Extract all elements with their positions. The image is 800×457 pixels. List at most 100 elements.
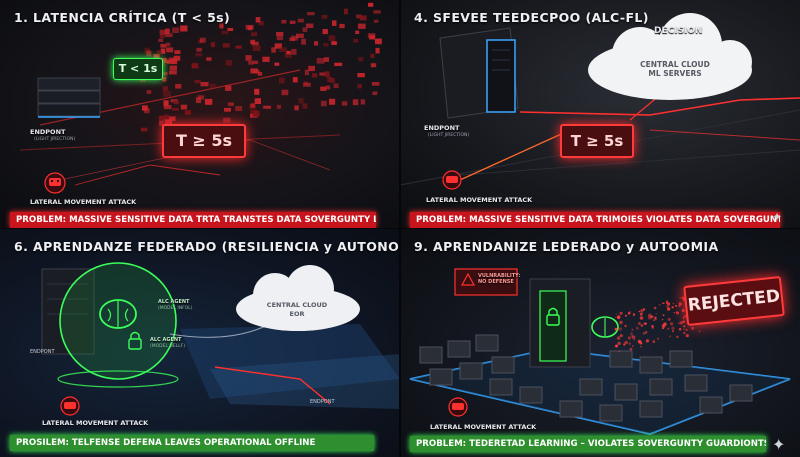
attack-particle bbox=[685, 334, 689, 338]
panel-title: 6. APRENDANZE FEDERADO (RESILIENCIA y AU… bbox=[14, 239, 400, 254]
attack-particle bbox=[640, 346, 642, 348]
server-tower bbox=[439, 27, 519, 119]
attack-particle bbox=[625, 314, 627, 317]
data-packet bbox=[180, 104, 188, 110]
panel-title: 1. LATENCIA CRÍTICA (T < 5s) bbox=[14, 10, 231, 25]
data-packet bbox=[197, 95, 205, 100]
panel-federated: 6. APRENDANZE FEDERADO (RESILIENCIA y AU… bbox=[0, 229, 400, 457]
attack-particle bbox=[659, 304, 661, 306]
data-packet bbox=[161, 62, 166, 67]
data-packet bbox=[172, 27, 180, 34]
centralized-scene bbox=[400, 13, 800, 190]
data-packet bbox=[323, 43, 329, 47]
data-packet bbox=[325, 85, 331, 90]
data-packet bbox=[194, 80, 201, 84]
data-packet bbox=[195, 53, 203, 57]
attack-particle bbox=[628, 342, 631, 345]
data-packet bbox=[297, 18, 304, 23]
attack-particle bbox=[657, 337, 660, 340]
attack-particle bbox=[631, 335, 636, 339]
data-packet bbox=[274, 43, 282, 49]
data-packet bbox=[195, 97, 202, 104]
brain-icon bbox=[591, 316, 619, 338]
panel-latency: 1. LATENCIA CRÍTICA (T < 5s) T < 1s T ≥ … bbox=[0, 0, 400, 228]
endpoint-sublabel: (LIGHT JIRECTION) bbox=[428, 133, 470, 138]
data-packet bbox=[263, 105, 272, 109]
panel-title: 9. APRENDANIZE LEDERADO y AUTOOMIA bbox=[414, 239, 719, 254]
data-packet bbox=[173, 55, 181, 61]
attack-particle bbox=[645, 339, 649, 343]
data-packet bbox=[276, 35, 284, 41]
attack-particle bbox=[619, 320, 623, 325]
data-packets bbox=[140, 2, 382, 132]
server-node bbox=[447, 340, 471, 358]
data-packet bbox=[146, 50, 152, 57]
data-packet bbox=[158, 115, 166, 120]
data-packet bbox=[327, 76, 333, 82]
attack-particle bbox=[615, 316, 617, 319]
attack-particle bbox=[682, 309, 684, 311]
sparkle-icon: ✦ bbox=[772, 210, 783, 224]
data-packet bbox=[169, 70, 177, 75]
data-packet bbox=[248, 61, 254, 65]
attack-particle bbox=[666, 307, 671, 311]
data-packet bbox=[357, 23, 366, 29]
data-packet bbox=[262, 56, 270, 62]
endpoint-label: ENDPONT bbox=[30, 349, 55, 355]
attack-particle bbox=[644, 331, 648, 334]
endpoint-sublabel: (LIGHT JIRECTION) bbox=[34, 137, 76, 142]
data-packet bbox=[164, 114, 170, 119]
attack-particle bbox=[691, 326, 695, 330]
attack-stream bbox=[614, 292, 701, 353]
data-packet bbox=[357, 73, 365, 78]
attack-particle bbox=[648, 313, 652, 317]
data-packet bbox=[199, 37, 206, 43]
attack-particle bbox=[666, 304, 669, 308]
attack-particle bbox=[672, 303, 674, 305]
attack-particle bbox=[643, 322, 646, 325]
attack-particle bbox=[637, 339, 642, 344]
problem-banner: PROBLEM: MASSIVE SENSITIVE DATA TRIMOIES… bbox=[410, 212, 780, 228]
data-packet bbox=[301, 38, 306, 45]
data-packet bbox=[271, 47, 276, 53]
data-packet bbox=[153, 54, 160, 59]
attack-particle bbox=[631, 328, 634, 331]
data-packet bbox=[165, 28, 170, 34]
attack-particle bbox=[698, 330, 701, 332]
endpoint-label: ENDPONT bbox=[424, 124, 460, 132]
data-packet bbox=[180, 25, 188, 32]
data-packet bbox=[209, 83, 216, 89]
server-tower bbox=[529, 278, 591, 368]
data-packet bbox=[279, 77, 285, 84]
data-packet bbox=[360, 99, 366, 105]
data-packet bbox=[358, 56, 364, 62]
attack-particle bbox=[642, 308, 646, 311]
attack-particle bbox=[678, 322, 680, 324]
data-packet bbox=[324, 71, 330, 78]
data-packet bbox=[258, 21, 264, 26]
attack-particle bbox=[635, 326, 639, 330]
data-packet bbox=[274, 62, 280, 66]
attack-particle bbox=[624, 324, 627, 328]
server-node bbox=[489, 378, 513, 396]
attack-particle bbox=[619, 334, 623, 338]
data-packet bbox=[370, 53, 375, 58]
data-packet bbox=[291, 35, 299, 41]
attack-particle bbox=[616, 336, 621, 340]
attack-particle bbox=[619, 311, 623, 315]
data-packet bbox=[245, 55, 252, 61]
cloud-label: CENTRAL CLOUD EOR bbox=[266, 301, 328, 318]
data-packet bbox=[303, 82, 311, 87]
data-packet bbox=[370, 63, 377, 68]
attack-particle bbox=[624, 340, 628, 345]
central-cloud-icon bbox=[236, 265, 360, 331]
attack-particle bbox=[671, 330, 675, 333]
attack-particle bbox=[631, 345, 634, 347]
central-cloud-icon bbox=[588, 13, 752, 100]
server-node bbox=[429, 368, 453, 386]
data-packet bbox=[331, 41, 337, 45]
data-packet bbox=[329, 78, 335, 83]
data-packet bbox=[320, 86, 327, 91]
attack-particle bbox=[642, 332, 646, 335]
data-packet bbox=[144, 108, 150, 114]
